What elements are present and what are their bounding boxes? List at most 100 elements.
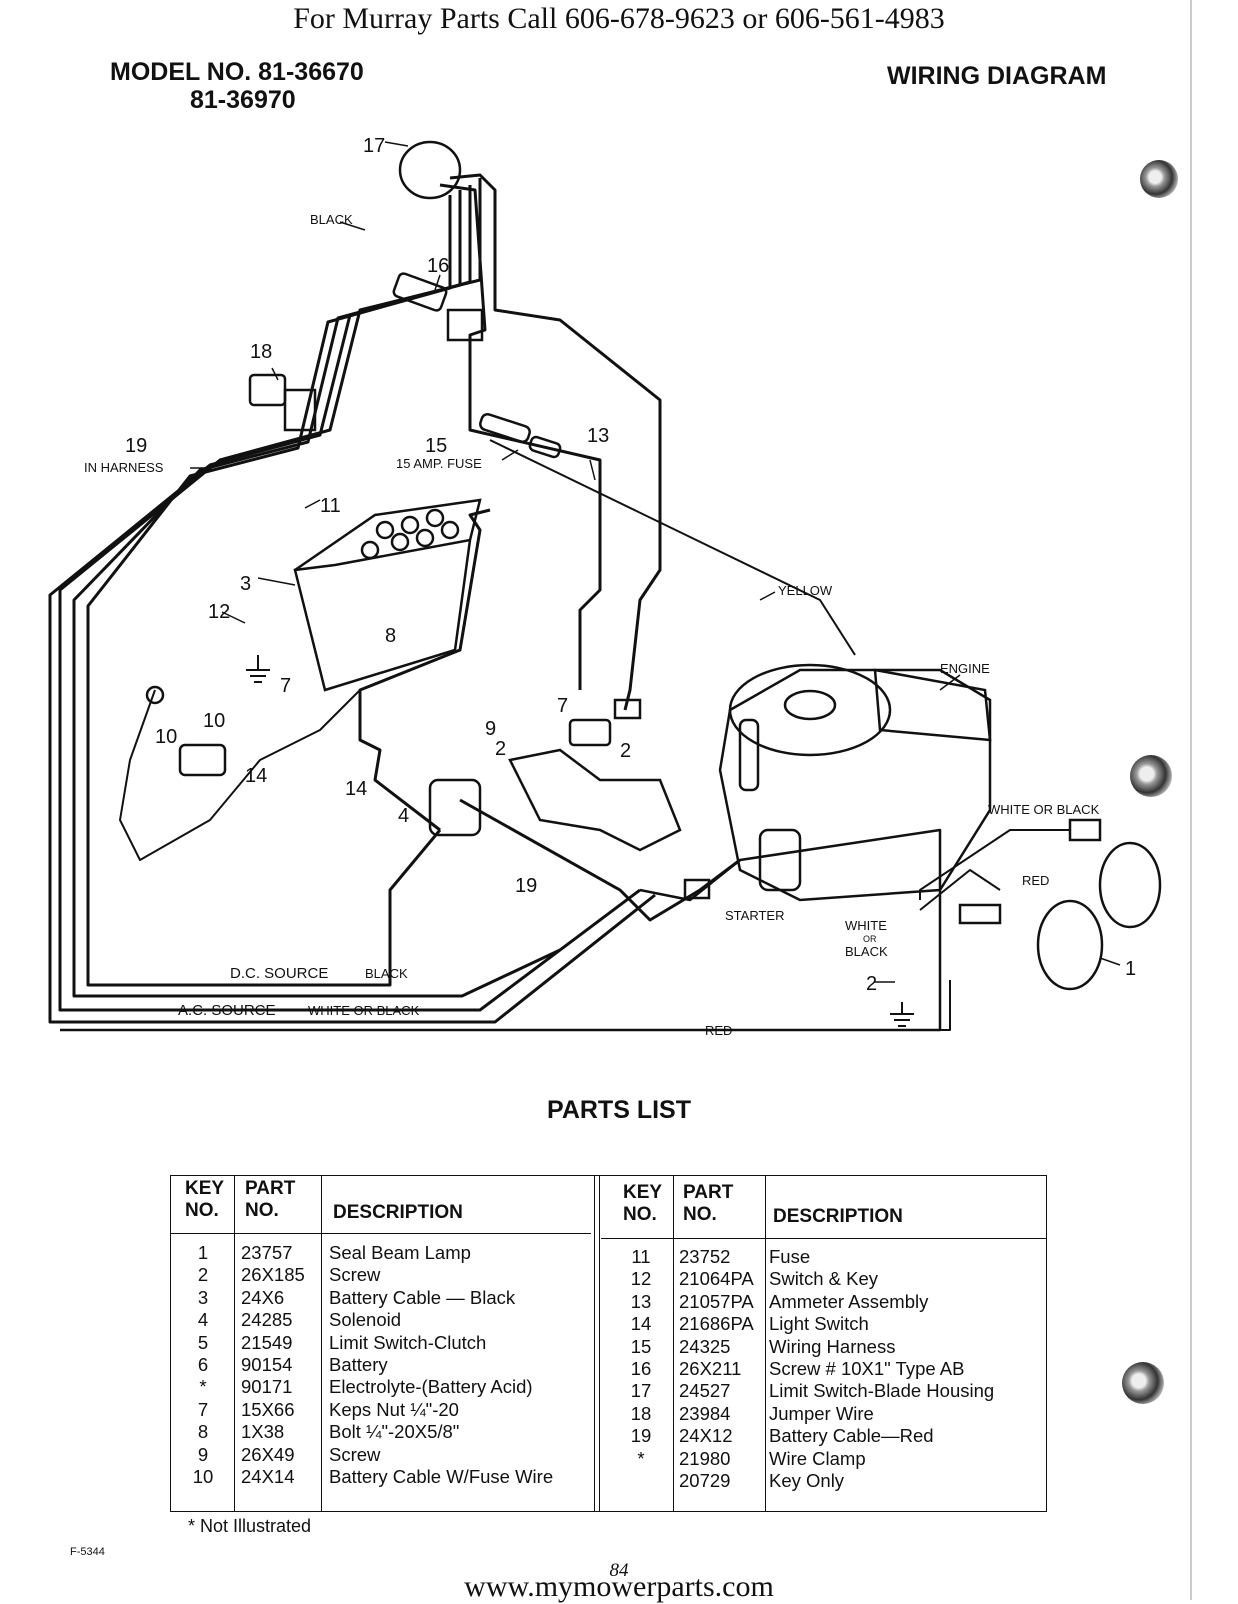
header-description-right: DESCRIPTION	[773, 1206, 903, 1227]
cell-part: 90171	[241, 1376, 293, 1398]
limit-switch-clutch-icon	[568, 718, 612, 747]
cell-part: 26X185	[241, 1264, 305, 1286]
label-red-bottom: RED	[705, 1023, 732, 1038]
cell-key: 5	[197, 1331, 209, 1353]
cell-part: 23752	[679, 1246, 731, 1267]
lamp-connector-2	[958, 903, 1002, 925]
table-row: 2 26X185 Screw	[171, 1264, 591, 1286]
label-white-or-black: WHITE OR BLACK	[988, 802, 1100, 817]
cell-desc: Wire Clamp	[769, 1447, 866, 1469]
contact-line: For Murray Parts Call 606-678-9623 or 60…	[293, 2, 945, 35]
cell-desc: Keps Nut ¼"-20	[329, 1398, 459, 1420]
solenoid-icon	[428, 778, 482, 837]
footer-url: www.mymowerparts.com	[464, 1570, 774, 1603]
label-black-top: BLACK	[310, 212, 353, 227]
callout-18: 14	[245, 765, 267, 787]
page-number: 84	[609, 1560, 629, 1581]
battery-icon	[293, 538, 472, 692]
cell-key: 9	[197, 1443, 209, 1465]
ground-symbols	[246, 655, 914, 1027]
cell-desc: Screw	[329, 1264, 381, 1286]
cell-key: 6	[197, 1353, 209, 1375]
lamp-connector-1	[1068, 818, 1102, 842]
cell-desc: Light Switch	[769, 1313, 869, 1335]
model-line-2: 81-36970	[190, 86, 296, 114]
callout-7-nut: 9	[485, 718, 496, 740]
cell-desc: Fuse	[769, 1246, 811, 1267]
label-white: WHITE	[845, 918, 887, 933]
headlamp-right-icon	[1098, 841, 1162, 929]
callout-7-battery: 8	[385, 625, 396, 647]
cell-part: 23757	[241, 1242, 293, 1263]
cell-part: 20729	[679, 1469, 731, 1491]
wire-ac-outer-1	[58, 178, 641, 1012]
cell-part: 24527	[679, 1380, 731, 1402]
wire-ac-outer-2	[48, 185, 656, 1024]
cell-desc: Screw # 10X1" Type AB	[769, 1357, 965, 1379]
callout-5: 7	[557, 695, 568, 717]
cell-part: 1X38	[241, 1421, 285, 1443]
wire-fuse-path	[439, 183, 602, 690]
cell-key: 13	[630, 1290, 652, 1312]
engine-cover	[873, 668, 992, 742]
switch-connector-icon	[446, 308, 484, 342]
label-ac-source: A.C. SOURCE	[178, 1002, 276, 1019]
screw-16-icon	[145, 685, 165, 705]
cell-key: 4	[197, 1309, 209, 1331]
cell-key: 2	[197, 1264, 209, 1286]
label-dc-source: D.C. SOURCE	[230, 965, 328, 982]
cell-desc: Limit Switch-Blade Housing	[769, 1380, 995, 1402]
wire-harness	[48, 173, 1070, 1032]
cell-desc: Switch & Key	[769, 1268, 878, 1290]
cell-part: 21980	[679, 1447, 731, 1469]
cell-key: 10	[192, 1465, 214, 1487]
callout-11: 15	[425, 435, 447, 457]
label-red-right: RED	[1022, 873, 1049, 888]
cell-desc: Bolt ¼"-20X5/8"	[329, 1421, 460, 1443]
callout-10-bottom: 14	[345, 778, 367, 800]
ammeter-icon	[398, 140, 462, 200]
clutch-bracket	[508, 748, 682, 852]
callout-6: 7	[280, 675, 291, 697]
callout-numbers: 17 16 18 19 15 13 11 3 12 8 7 7 10 10 9 …	[125, 135, 1136, 995]
table-row: 17 24527 Limit Switch-Blade Housing	[601, 1380, 1046, 1402]
cell-key: 14	[630, 1313, 652, 1335]
cell-part: 26X211	[679, 1357, 742, 1379]
model-number: MODEL NO. 81-36670 81-36970	[110, 58, 364, 114]
cell-key: 18	[630, 1402, 652, 1424]
label-ac-white-black: WHITE OR BLACK	[308, 1003, 420, 1018]
label-in-harness: IN HARNESS	[84, 460, 164, 475]
cell-key: 17	[630, 1380, 652, 1402]
wire-yellow	[489, 439, 856, 656]
label-dc-black: BLACK	[365, 966, 408, 981]
label-engine: ENGINE	[940, 661, 990, 676]
callout-2-lamp: 2	[866, 973, 877, 995]
wire-red-ground	[940, 980, 951, 1031]
wire-red-cable	[459, 798, 741, 922]
wire-jumper	[119, 689, 361, 861]
callout-13: 17	[363, 135, 385, 157]
model-line-1: MODEL NO. 81-36670	[110, 58, 364, 86]
label-starter: STARTER	[725, 908, 784, 923]
parts-list-title: PARTS LIST	[547, 1096, 691, 1124]
cell-key: *	[199, 1376, 207, 1398]
cell-part: 24X14	[241, 1465, 295, 1487]
cell-part: 15X66	[241, 1398, 295, 1420]
cell-desc: Battery Cable W/Fuse Wire	[329, 1465, 554, 1487]
